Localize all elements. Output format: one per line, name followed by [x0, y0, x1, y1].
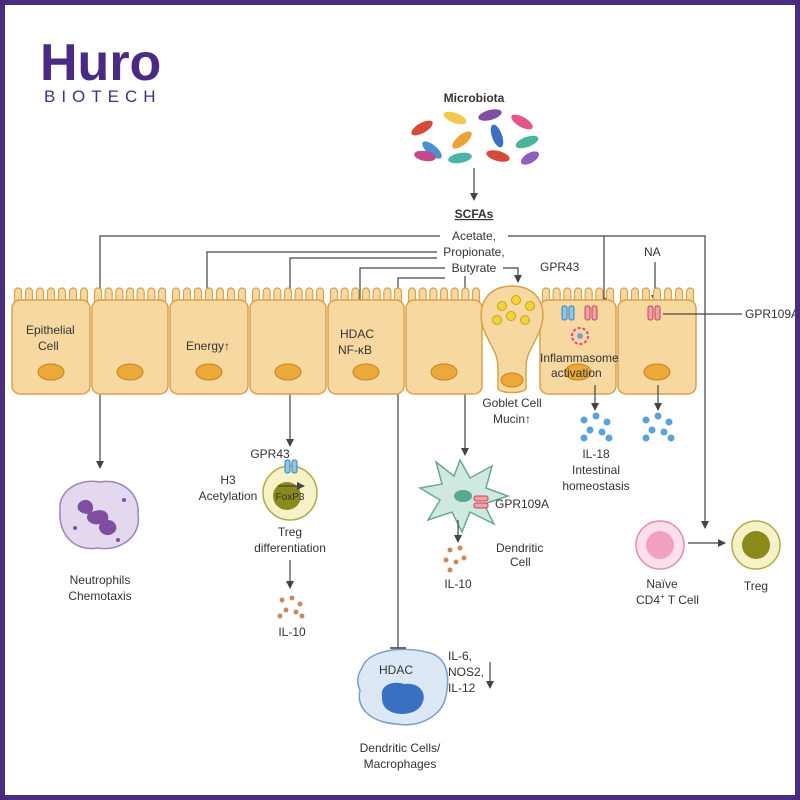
il18-label-3: homeostasis: [562, 479, 629, 493]
epithelial-cell: [91, 287, 169, 395]
h3-label-1: H3: [220, 473, 236, 487]
brand-logo: Huro BIOTECH: [40, 34, 162, 106]
butyrate-label: Butyrate: [452, 261, 497, 275]
epithelial-cell: [169, 287, 249, 395]
butyrate-to-goblet-arrow: [503, 267, 522, 283]
il10-dots-left: [277, 595, 305, 619]
bacteria-cluster-icon: [411, 109, 540, 165]
butyrate-hdac-macrophage-line: [397, 277, 445, 648]
epithelial-cell: [249, 287, 327, 395]
naive-sup: +: [660, 592, 665, 601]
epithelial-cell: [539, 287, 617, 395]
dendritic-label-2: Cell: [510, 555, 531, 569]
il18-dots-right: [642, 412, 675, 442]
acetate-to-naive-arrow: [604, 235, 709, 529]
acetate-label: Acetate,: [452, 229, 496, 243]
naive-cd4: CD4: [636, 593, 660, 607]
gpr43-top-label: GPR43: [540, 260, 580, 274]
epithelial-cell: [327, 287, 405, 395]
macrophage-cell-icon: [357, 648, 449, 726]
treg-right-label: Treg: [744, 579, 768, 593]
naive-t-cell-icon: [635, 520, 685, 570]
goblet-cell: [480, 285, 544, 394]
il10-left-label: IL-10: [278, 625, 306, 639]
hdac-top-label: HDAC: [340, 327, 374, 341]
il12-label: IL-12: [448, 681, 476, 695]
epithelial-cell: [617, 287, 697, 395]
gpr109a-dc-label: GPR109A: [495, 497, 549, 511]
mucin-granules: [492, 295, 535, 325]
dendritic-cell-icon: [417, 458, 511, 534]
hdac-bottom-label: HDAC: [379, 663, 413, 677]
il18-dots: [580, 412, 613, 442]
epithelial-cell: [405, 287, 483, 395]
propionate-label: Propionate,: [443, 245, 504, 259]
scfa-diagram: Huro BIOTECH Microbiota SCFAs Acetate, P…: [11, 34, 795, 771]
inflammasome-label-1: Inflammasome: [540, 351, 619, 365]
neutrophil-label-2: Chemotaxis: [68, 589, 131, 603]
dendritic-label-1: Dendritic: [496, 541, 543, 555]
dcmac-label-1: Dendritic Cells/: [360, 741, 441, 755]
microbiota-label: Microbiota: [444, 91, 505, 105]
epithelial-label-2: Cell: [38, 339, 59, 353]
energy-label: Energy↑: [186, 339, 230, 353]
il18-label-1: IL-18: [582, 447, 610, 461]
goblet-label-1: Goblet Cell: [482, 396, 541, 410]
neutrophil-cell-icon: [59, 480, 140, 550]
gpr109a-top-label: GPR109A: [745, 307, 795, 321]
treg-right-cell-icon: [731, 520, 781, 570]
h3-label-2: Acetylation: [199, 489, 258, 503]
gpr43-receptor-icon: [561, 305, 598, 321]
inflammasome-icon: [571, 327, 589, 345]
il10-dots-mid: [443, 545, 467, 573]
gpr109a-receptor-icon: [647, 305, 661, 321]
brand-name: Huro: [40, 34, 161, 92]
dcmac-label-2: Macrophages: [364, 757, 437, 771]
epithelial-cell: [11, 287, 91, 395]
epithelial-layer: [11, 285, 697, 395]
inflammasome-label-2: activation: [551, 366, 602, 380]
foxp3-label: FoxP3: [276, 492, 305, 503]
na-label: NA: [644, 245, 661, 259]
gpr43-treg-label: GPR43: [250, 447, 290, 461]
neutrophil-label-1: Neutrophils: [70, 573, 131, 587]
naive-label-1: Naïve: [646, 577, 678, 591]
epithelial-label-1: Epithelial: [26, 323, 75, 337]
nos2-label: NOS2,: [448, 665, 484, 679]
il18-label-2: Intestinal: [572, 463, 620, 477]
treg-diff-label-2: differentiation: [254, 541, 326, 555]
naive-label-2: CD4+ T Cell: [636, 592, 699, 607]
brand-tagline: BIOTECH: [44, 87, 162, 106]
naive-tcell: T Cell: [665, 593, 699, 607]
il10-mid-label: IL-10: [444, 577, 472, 591]
scfas-label: SCFAs: [455, 207, 494, 221]
il6-label: IL-6,: [448, 649, 472, 663]
treg-cell-icon: [262, 459, 318, 521]
nfkb-label: NF-κB: [338, 343, 372, 357]
treg-diff-label-1: Treg: [278, 525, 302, 539]
goblet-label-2: Mucin↑: [493, 412, 531, 426]
